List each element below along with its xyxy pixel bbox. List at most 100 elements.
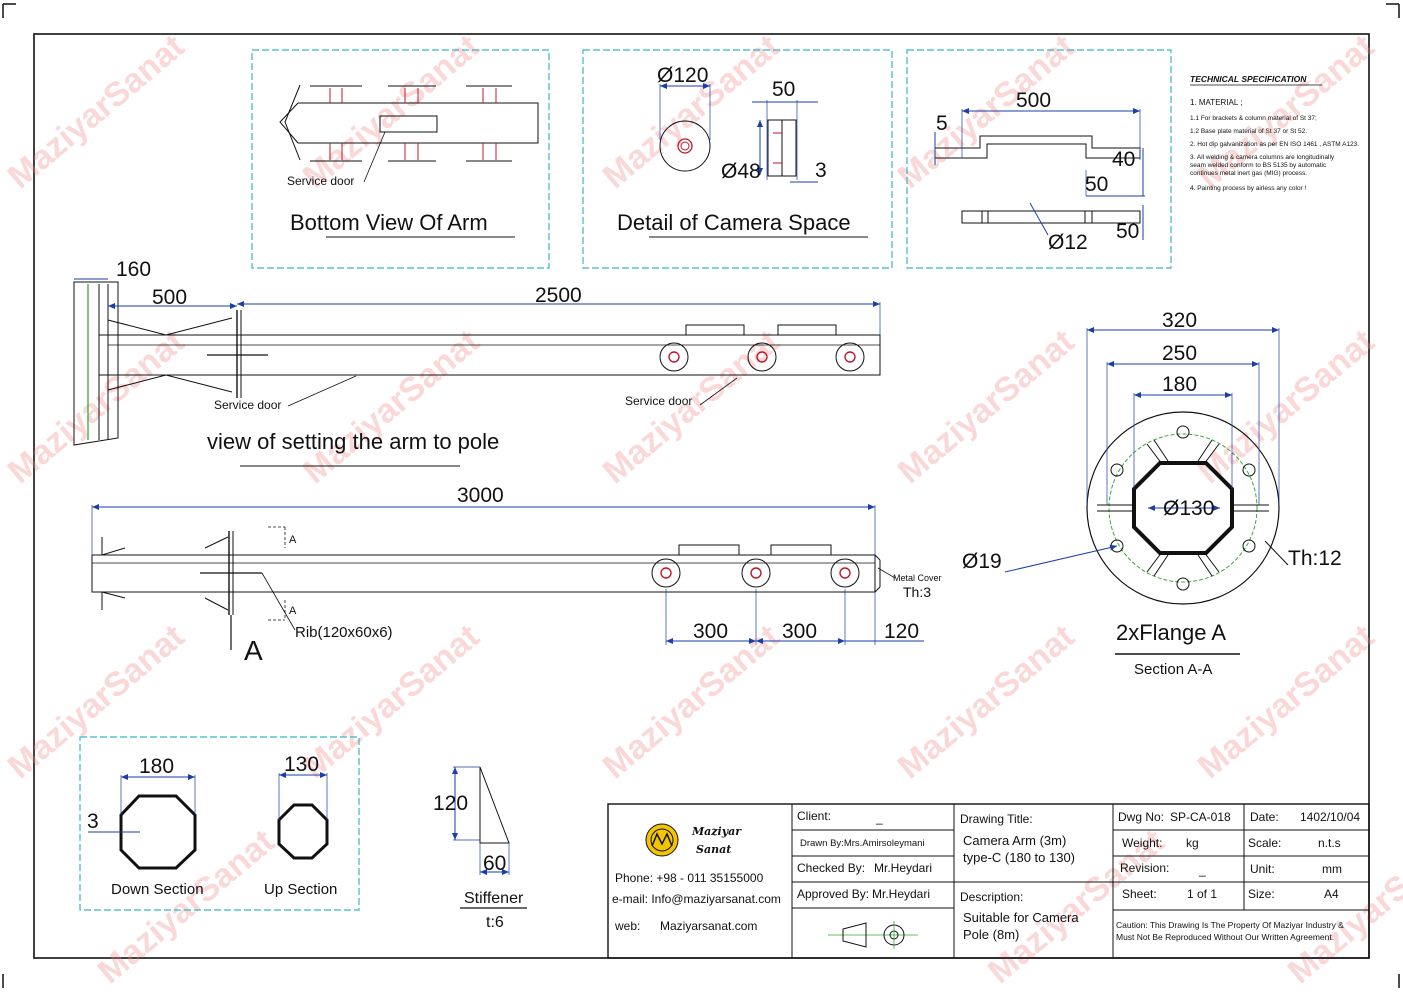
dim-d130: Ø130 (1163, 497, 1214, 520)
scale-label: Scale: (1248, 836, 1281, 850)
svg-text:MaziyarSanat: MaziyarSanat (1, 27, 192, 196)
description-1: Suitable for Camera (963, 910, 1079, 925)
setting-view-title: view of setting the arm to pole (207, 429, 499, 454)
checked-value: Mr.Heydari (874, 861, 932, 875)
dim-300-b: 300 (782, 620, 817, 643)
spec-line-7: continues metal inert gas (MIG) process. (1190, 170, 1307, 177)
dim-3000: 3000 (457, 484, 504, 507)
sheet-label: Sheet: (1122, 887, 1157, 901)
dim-down-180: 180 (139, 755, 174, 778)
down-section-label: Down Section (111, 881, 204, 898)
svg-text:MaziyarSanat: MaziyarSanat (891, 27, 1082, 196)
spec-line-1: 1. MATERIAL ; (1190, 98, 1242, 107)
dim-stiffener-60: 60 (483, 852, 506, 875)
dim-stiffener-120: 120 (433, 792, 468, 815)
section-arrow-bottom: A (289, 605, 297, 617)
dim-2500: 2500 (535, 284, 582, 307)
svg-text:MaziyarSanat: MaziyarSanat (1191, 322, 1382, 491)
description-2: Pole (8m) (963, 927, 1019, 942)
date-value: 1402/10/04 (1300, 810, 1360, 824)
octagon-sections-panel: 180 130 3 Down Section Up Section (79, 736, 360, 911)
metal-cover-label: Metal Cover (893, 573, 942, 583)
rib-label: Rib(120x60x6) (295, 624, 393, 641)
dim-320: 320 (1162, 309, 1197, 332)
camera-space-title: Detail of Camera Space (617, 210, 851, 235)
dim-t3: 3 (815, 159, 827, 182)
weight-label: Weight: (1122, 836, 1162, 850)
title-block: Maziyar Sanat Phone: +98 - 011 35155000 … (607, 803, 1370, 959)
approved-label: Approved By: (797, 887, 869, 901)
size-value: A4 (1324, 887, 1339, 901)
size-label: Size: (1248, 887, 1275, 901)
service-door-label-1: Service door (214, 398, 281, 412)
svg-text:MaziyarSanat: MaziyarSanat (1281, 822, 1403, 991)
dim-h50: 50 (1085, 173, 1108, 196)
flange-section: 320 250 180 Ø130 Ø19 Th:12 2xFlange A Se… (962, 309, 1342, 678)
spec-line-4: 2. Hot dip galvanization as per EN ISO 1… (1190, 141, 1359, 148)
setting-view: 160 500 2500 Service door Service door v… (73, 258, 881, 467)
projection-symbol-icon (828, 921, 918, 949)
dim-w50-plate: 50 (1116, 220, 1139, 243)
svg-text:MaziyarSanat: MaziyarSanat (891, 322, 1082, 491)
up-section-label: Up Section (264, 881, 337, 898)
unit-label: Unit: (1250, 862, 1275, 876)
section-mark-a: A (244, 635, 263, 666)
dim-h40: 40 (1112, 148, 1135, 171)
th3-label: Th:3 (903, 584, 931, 600)
dim-w50: 50 (772, 78, 795, 101)
spec-line-8: 4. Painting process by airless any color… (1190, 185, 1307, 192)
client-value: _ (875, 811, 883, 825)
scale-value: n.t.s (1318, 836, 1341, 850)
revision-label: Revision: (1120, 861, 1169, 875)
drawing-title-2: type-C (180 to 130) (963, 850, 1075, 865)
flange-title: 2xFlange A (1116, 620, 1226, 645)
dim-250: 250 (1162, 342, 1197, 365)
drawing-title-1: Camera Arm (3m) (963, 833, 1066, 848)
stiffener-thickness: t:6 (486, 914, 504, 931)
sheet-value: 1 of 1 (1187, 887, 1217, 901)
svg-text:MaziyarSanat: MaziyarSanat (296, 27, 487, 196)
caution-line-1: Caution: This Drawing Is The Property Of… (1116, 920, 1344, 930)
dim-d120: Ø120 (657, 64, 708, 87)
svg-text:MaziyarSanat: MaziyarSanat (596, 617, 787, 786)
stiffener-title: Stiffener (464, 890, 524, 907)
svg-text:MaziyarSanat: MaziyarSanat (1, 322, 192, 491)
stiffener: 120 60 Stiffener t:6 (433, 766, 527, 931)
section-aa-label: Section A-A (1134, 661, 1212, 678)
date-label: Date: (1250, 810, 1279, 824)
spec-line-2: 1.1 For brackets & column material of St… (1190, 115, 1317, 122)
description-label: Description: (960, 890, 1023, 904)
dim-180: 180 (1162, 373, 1197, 396)
dim-d19: Ø19 (962, 550, 1002, 573)
spec-line-5: 3. All welding & camera columns are long… (1190, 154, 1335, 161)
th12-label: Th:12 (1288, 547, 1342, 570)
technical-specification: TECHNICAL SPECIFICATION 1. MATERIAL ; 1.… (1190, 74, 1359, 192)
client-label: Client: (797, 809, 831, 823)
company-name-2: Sanat (696, 843, 731, 856)
dim-120: 120 (884, 620, 919, 643)
dwg-label: Dwg No: (1118, 810, 1164, 824)
dwg-value: SP-CA-018 (1170, 810, 1231, 824)
dim-d48: Ø48 (721, 160, 761, 183)
dim-w500: 500 (1016, 89, 1051, 112)
drawn-by: Drawn By:Mrs.Amirsoleymani (800, 838, 925, 849)
bottom-view-panel: Service door Bottom View Of Arm (251, 49, 550, 269)
dim-500: 500 (152, 286, 187, 309)
arm-view: 3000 300 300 120 Metal Cover Th:3 Rib(12… (91, 484, 942, 666)
dim-300-a: 300 (693, 620, 728, 643)
dim-d12: Ø12 (1048, 231, 1088, 254)
drawing-title-label: Drawing Title: (960, 812, 1033, 826)
phone-text: Phone: +98 - 011 35155000 (615, 871, 764, 885)
dim-160: 160 (116, 258, 151, 281)
caution-line-2: Must Not Be Reproduced Without Our Writt… (1116, 932, 1334, 942)
svg-text:MaziyarSanat: MaziyarSanat (296, 617, 487, 786)
weight-value: kg (1186, 836, 1199, 850)
service-door-label-2: Service door (625, 394, 692, 408)
approved-value: Mr.Heydari (872, 887, 930, 901)
spec-line-3: 1.2 Base plate material of St 37 or St 5… (1190, 128, 1307, 135)
section-arrow-top: A (289, 534, 297, 546)
bottom-view-title: Bottom View Of Arm (290, 210, 488, 235)
email-text: e-mail: Info@maziyarsanat.com (612, 892, 781, 906)
spec-title: TECHNICAL SPECIFICATION (1190, 74, 1307, 84)
